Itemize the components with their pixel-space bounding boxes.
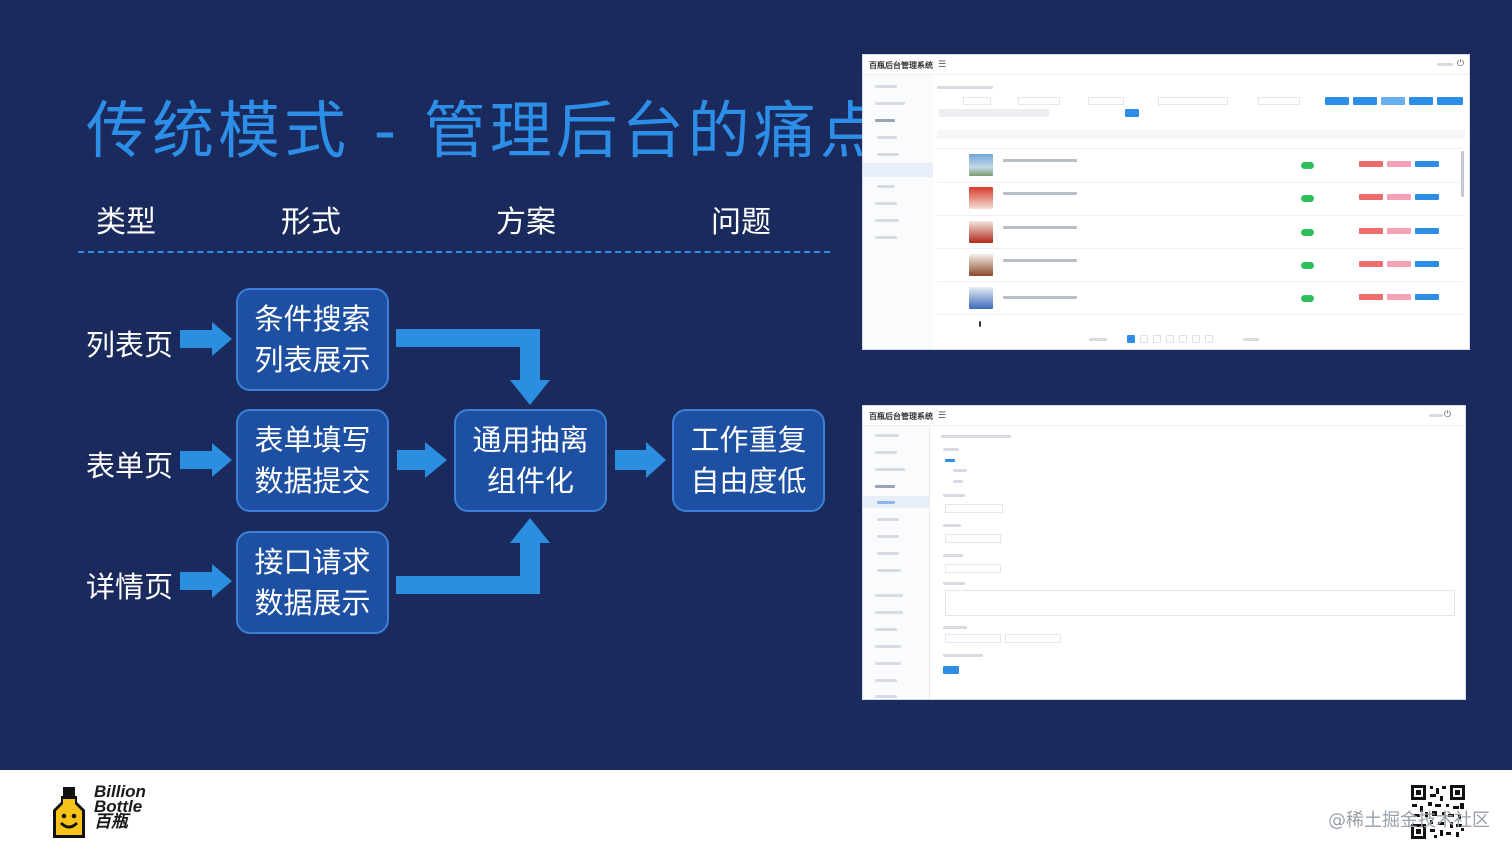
solution-line1: 通用抽离 <box>472 422 589 457</box>
form-box-line2: 列表展示 <box>254 342 371 377</box>
app-title: 百瓶后台管理系统 <box>869 61 933 70</box>
form-box-line1: 条件搜索 <box>254 301 371 336</box>
table-header <box>937 130 1465 139</box>
form-box-line2: 数据展示 <box>254 585 371 620</box>
flow-arrows <box>180 322 666 598</box>
arrow-detail-to-form <box>180 564 232 598</box>
column-header-solution: 方案 <box>496 205 556 240</box>
dashed-divider <box>78 251 830 253</box>
form-box-line2: 数据提交 <box>254 463 371 498</box>
list-page-screenshot: 百瓶后台管理系统 ☰ ⏻ <box>862 54 1470 350</box>
brand-line1: Billion <box>94 782 146 801</box>
problem-box: 工作重复 自由度低 <box>672 409 825 512</box>
form-box-line1: 接口请求 <box>254 544 371 579</box>
app-title: 百瓶后台管理系统 <box>869 412 933 421</box>
arrow-form-to-solution <box>397 442 447 478</box>
problem-line1: 工作重复 <box>690 422 807 457</box>
power-icon: ⏻ <box>1443 410 1451 420</box>
arrow-form-to-form <box>180 443 232 477</box>
column-header-problem: 问题 <box>711 205 771 240</box>
form-box-request-display: 接口请求 数据展示 <box>236 531 389 634</box>
row-label-list-page: 列表页 <box>86 328 174 362</box>
menu-icon: ☰ <box>938 411 947 421</box>
arrow-detail-up-to-solution <box>396 518 550 594</box>
column-header-type: 类型 <box>96 205 156 240</box>
problem-line2: 自由度低 <box>690 463 807 498</box>
sidebar <box>863 75 933 349</box>
solution-box: 通用抽离 组件化 <box>454 409 607 512</box>
brand-line2: Bottle <box>94 797 143 816</box>
arrow-solution-to-problem <box>615 442 666 478</box>
slide: 传统模式 - 管理后台的痛点 类型 形式 方案 问题 列表页 表单页 详情页 条… <box>0 0 1512 770</box>
qr-code-icon <box>1410 784 1466 840</box>
arrow-list-to-form <box>180 322 232 356</box>
watermark: @稀土掘金技术社区 <box>1328 810 1490 831</box>
row-label-detail-page: 详情页 <box>86 570 174 604</box>
row-label-form-page: 表单页 <box>86 449 174 483</box>
solution-line2: 组件化 <box>486 463 574 498</box>
column-header-form: 形式 <box>281 205 341 240</box>
sidebar <box>863 426 929 699</box>
brand-name: Billion Bottle 百瓶 <box>94 782 146 831</box>
menu-icon: ☰ <box>938 60 947 70</box>
footer: Billion Bottle 百瓶 @稀土掘金技术社区 <box>0 770 1512 851</box>
arrow-list-down-to-solution <box>396 329 550 405</box>
scrollbar <box>1461 151 1464 197</box>
brand-line3: 百瓶 <box>94 812 128 831</box>
form-page-screenshot: 百瓶后台管理系统 ☰ ⏻ <box>862 405 1466 700</box>
form-box-search-list: 条件搜索 列表展示 <box>236 288 389 391</box>
slide-title: 传统模式 - 管理后台的痛点 <box>86 94 886 167</box>
power-icon: ⏻ <box>1456 59 1464 69</box>
bottle-logo-icon <box>53 787 85 838</box>
form-box-fill-submit: 表单填写 数据提交 <box>236 409 389 512</box>
form-box-line1: 表单填写 <box>254 422 371 457</box>
